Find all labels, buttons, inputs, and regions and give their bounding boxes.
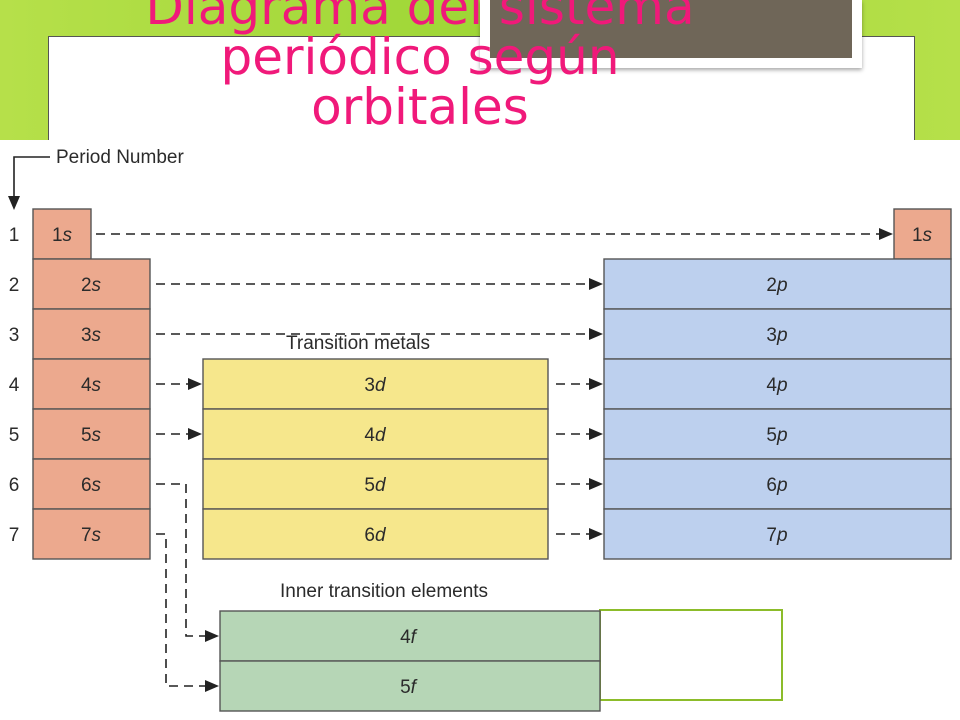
f-cell-label-5: 5f (400, 677, 418, 698)
right-1s-cell-label: 1s (912, 225, 933, 246)
p-cell-3 (603, 308, 952, 360)
period-number-5: 5 (9, 425, 20, 446)
arrow-head-d-p-7 (589, 528, 603, 540)
p-cell-label-3: 3p (766, 325, 787, 346)
s-cell-6 (32, 458, 151, 510)
f-cell-4 (219, 610, 601, 662)
period-number-arrow-line (13, 156, 50, 198)
s-cell-label-5: 5s (81, 425, 102, 446)
period-number-3: 3 (9, 325, 20, 346)
period-number-1: 1 (9, 225, 20, 246)
p-cell-label-6: 6p (766, 475, 787, 496)
period-number-arrow-head (8, 196, 20, 210)
transition-metals-label: Transition metals (286, 333, 430, 354)
arrow-head-1s (879, 228, 893, 240)
s-cell-1 (32, 208, 92, 260)
p-cell-5 (603, 408, 952, 460)
d-cell-4 (202, 408, 549, 460)
s-cell-label-3: 3s (81, 325, 102, 346)
d-block: 3d 4d 5d 6d (202, 358, 549, 560)
connector-7s-5f (156, 533, 206, 687)
p-block: 1s 2p 3p 4p 5p 6p 7p (603, 208, 952, 560)
arrow-head-s-d-5 (188, 428, 202, 440)
p-cell-4 (603, 358, 952, 410)
p-cell-label-5: 5p (766, 425, 787, 446)
s-cell-label-6: 6s (81, 475, 102, 496)
s-cell-2 (32, 258, 151, 310)
right-1s-cell (893, 208, 952, 260)
slide-title: Diagrama del sistema periódico según orb… (145, 0, 695, 136)
arrow-head-4f (205, 630, 219, 642)
s-cell-label-4: 4s (81, 375, 102, 396)
arrow-head-row-2 (589, 278, 603, 290)
s-cell-label-7: 7s (81, 525, 102, 546)
arrow-head-row-3 (589, 328, 603, 340)
d-cell-label-3: 3d (364, 375, 387, 396)
p-cell-6 (603, 458, 952, 510)
p-cell-7 (603, 508, 952, 560)
arrow-head-5f (205, 680, 219, 692)
s-cell-7 (32, 508, 151, 560)
period-number-label: Period Number (56, 147, 184, 168)
p-cell-label-7: 7p (766, 525, 787, 546)
period-number-2: 2 (9, 275, 20, 296)
arrow-head-d-p-5 (589, 428, 603, 440)
f-block: 4f 5f (219, 610, 601, 712)
s-cell-label-2: 2s (81, 275, 102, 296)
f-cell-label-4: 4f (400, 627, 418, 648)
d-cell-5 (202, 458, 549, 510)
d-cell-6 (202, 508, 549, 560)
s-cell-label-1: 1s (52, 225, 73, 246)
d-cell-3 (202, 358, 549, 410)
p-cell-label-2: 2p (766, 275, 787, 296)
decorative-dark-box (480, 0, 862, 68)
arrow-head-d-p-4 (589, 378, 603, 390)
d-cell-label-6: 6d (364, 525, 387, 546)
p-cell-2 (603, 258, 952, 310)
arrow-head-s-d-4 (188, 378, 202, 390)
p-cell-label-4: 4p (766, 375, 787, 396)
empty-placeholder-box (599, 609, 783, 701)
connector-6s-4f (156, 483, 206, 637)
connector-arrows (96, 228, 893, 692)
period-number-4: 4 (9, 375, 20, 396)
d-cell-label-4: 4d (364, 425, 387, 446)
period-number-7: 7 (9, 525, 20, 546)
period-numbers: 1 2 3 4 5 6 7 (9, 225, 20, 546)
arrow-head-d-p-6 (589, 478, 603, 490)
s-block: 1s 2s 3s 4s 5s 6s 7s (32, 208, 151, 560)
f-cell-5 (219, 660, 601, 712)
period-number-6: 6 (9, 475, 20, 496)
d-cell-label-5: 5d (364, 475, 387, 496)
inner-transition-label: Inner transition elements (280, 581, 488, 602)
s-cell-4 (32, 358, 151, 410)
